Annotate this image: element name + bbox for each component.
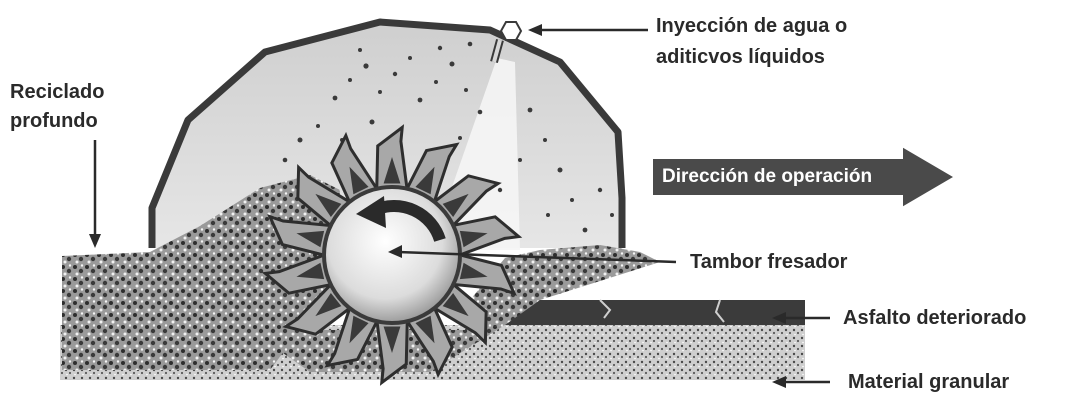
deep-recycling-label: Reciclado profundo (10, 79, 104, 134)
injection-label-line2: aditicvos líquidos (656, 44, 847, 70)
injection-label: Inyección de agua o aditicvos líquidos (656, 13, 847, 70)
deep-recycling-line2: profundo (10, 108, 104, 134)
injection-label-line1: Inyección de agua o (656, 13, 847, 39)
granular-label: Material granular (848, 369, 1009, 395)
direction-label: Dirección de operación (662, 164, 872, 190)
drum-label: Tambor fresador (690, 249, 847, 275)
asphalt-layer (505, 300, 805, 325)
deep-recycling-line1: Reciclado (10, 79, 104, 105)
asphalt-label: Asfalto deteriorado (843, 305, 1026, 331)
